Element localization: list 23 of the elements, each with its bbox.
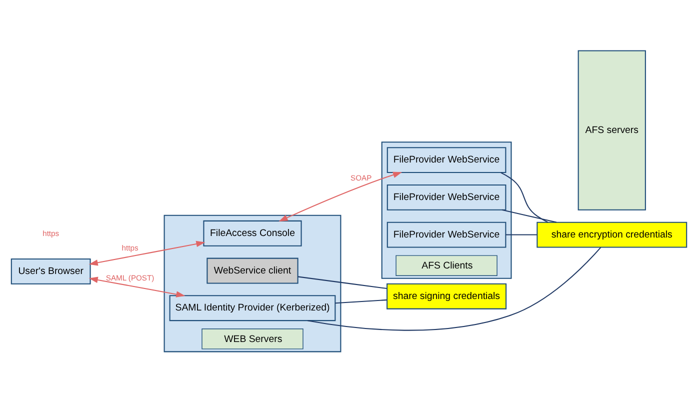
node-box: FileProvider WebService [386,221,506,248]
label: https [42,228,60,238]
node-box: SAML Identity Provider (Kerberized) [169,294,336,321]
edge-label: https [122,243,138,252]
connector [506,234,537,235]
node-box: share encryption credentials [536,221,688,248]
arrow [88,276,186,297]
node-box: FileProvider WebService [386,184,506,210]
connector [298,276,388,289]
node-box: AFS servers [578,50,646,210]
node-box: User's Browser [10,258,91,284]
node-box: FileAccess Console [203,220,302,246]
arrow [278,171,402,221]
arrow [88,240,206,266]
connector [335,298,388,304]
node-box: WebService client [206,257,298,284]
connector [307,246,602,330]
edge-label: SAML (POST) [106,272,154,282]
edge-label: SOAP [350,173,372,182]
node-box: FileProvider WebService [386,146,506,173]
connector [502,208,557,222]
node-box: share signing credentials [386,282,507,309]
connector [500,172,548,222]
